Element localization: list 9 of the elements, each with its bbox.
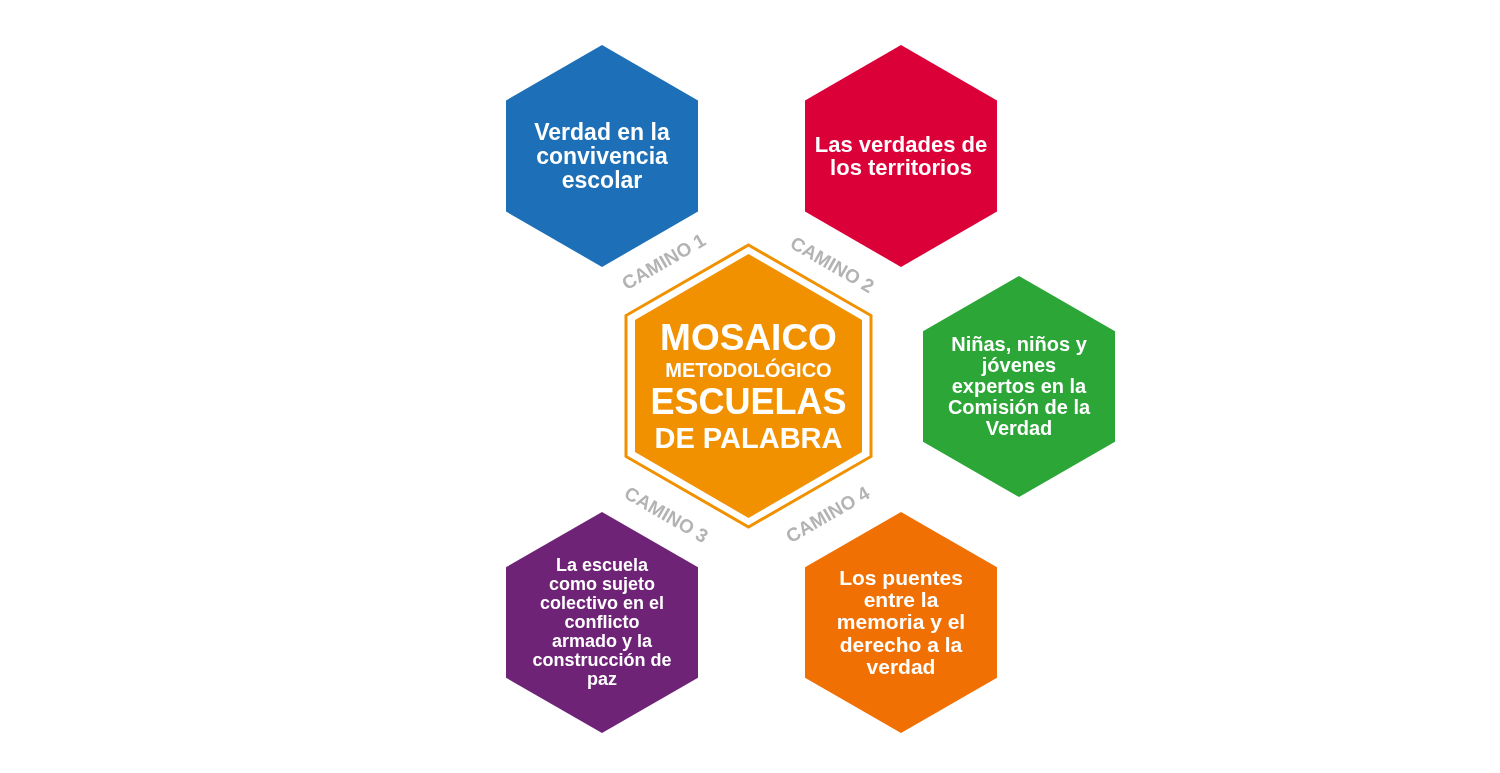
hexagon-label: Las verdades de los territorios	[813, 132, 989, 180]
hexagon-label: Niñas, niños y jóvenes expertos en la Comisión de la Verdad	[946, 334, 1092, 439]
hexagon-label: DE PALABRA	[653, 422, 844, 454]
hexagon-label: Los puentes entre la memoria y el derecho a la verdad	[835, 567, 967, 678]
hexagon-label: La escuela como sujeto colectivo en el conflicto armado y la construcción de paz	[531, 556, 673, 689]
hexagon-label: Verdad en la convivencia escolar	[533, 119, 671, 193]
hexagon-label: ESCUELAS	[649, 382, 848, 421]
hexagon-label: MOSAICO	[659, 318, 838, 358]
hexagon-label: METODOLÓGICO	[664, 359, 833, 381]
